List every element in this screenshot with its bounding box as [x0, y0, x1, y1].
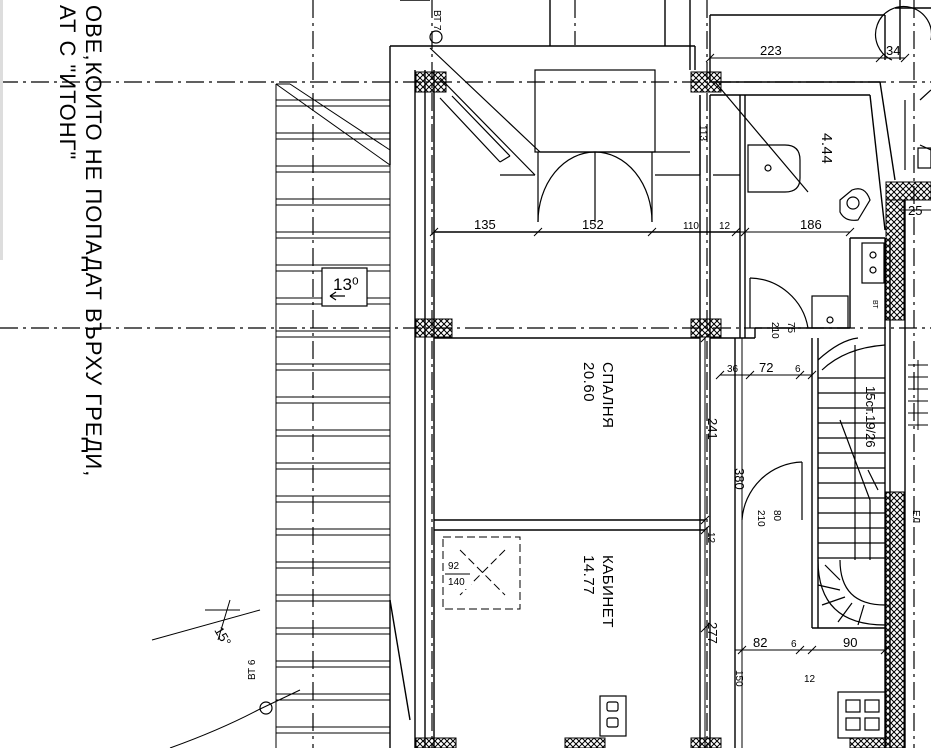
column-top-right: [690, 71, 722, 93]
dimension-tick: [900, 53, 910, 63]
bathroom-door-swing[interactable]: [749, 277, 809, 329]
office-door-swing[interactable]: [741, 461, 803, 521]
round-shower: [875, 5, 931, 61]
roof-rafters: [275, 83, 391, 748]
chimney-flue: [429, 47, 690, 176]
dimension-tick: [731, 227, 741, 237]
walls: [389, 0, 931, 748]
dimension-lines: [429, 53, 931, 748]
column-bottom-left: [415, 737, 457, 748]
bath-diagonal-line: [714, 81, 809, 193]
dimension-tick: [807, 370, 817, 380]
roof-slope-indicator: [151, 599, 301, 748]
dimension-tick: [740, 227, 750, 237]
dimension-tick: [880, 645, 890, 655]
dimension-tick: [875, 53, 885, 63]
column-top-left: [415, 71, 447, 93]
double-door-bedroom[interactable]: [537, 95, 701, 223]
doors[interactable]: [741, 277, 809, 521]
column-right-upper: [885, 199, 905, 321]
dimension-tick: [700, 525, 710, 535]
dimension-tick: [429, 227, 439, 237]
dimension-tick: [807, 645, 817, 655]
cooker: [837, 691, 887, 739]
dimension-tick: [700, 333, 710, 343]
chimney-marker-bottom: [259, 701, 273, 715]
staircase[interactable]: [817, 337, 886, 626]
structural-columns: [415, 71, 931, 748]
slope-arrow-icon: [329, 291, 345, 301]
dimension-tick: [737, 645, 747, 655]
chimney-marker-top: [429, 30, 443, 44]
stair-arrow-right: [908, 360, 928, 430]
toilet-seat: [846, 196, 860, 210]
washbasin: [747, 144, 801, 193]
washbasin-drain: [764, 164, 772, 172]
sink-small: [811, 295, 849, 329]
dimension-tick: [845, 227, 855, 237]
dimension-tick: [795, 645, 805, 655]
column-right-lower: [885, 491, 905, 748]
dimension-tick: [700, 515, 710, 525]
slope-tag-box: [321, 267, 368, 307]
office-socket-box: [599, 695, 627, 737]
bathroom-fixtures: [713, 5, 931, 329]
dimension-tick: [715, 370, 725, 380]
dimension-tick: [705, 53, 715, 63]
dimension-tick: [745, 370, 755, 380]
column-bottom-mid: [564, 737, 606, 748]
washing-machine: [861, 242, 885, 284]
column-bottom-right: [690, 737, 722, 748]
column-bottom-far: [849, 737, 886, 748]
dimension-tick: [647, 227, 657, 237]
dimension-tick: [533, 227, 543, 237]
dimension-tick: [795, 370, 805, 380]
toilet: [839, 188, 871, 221]
column-mid-left: [415, 318, 453, 338]
dimension-tick: [700, 623, 710, 633]
page-edge-strip: [0, 0, 3, 260]
column-right-top: [885, 181, 931, 201]
column-mid-right: [690, 318, 722, 338]
